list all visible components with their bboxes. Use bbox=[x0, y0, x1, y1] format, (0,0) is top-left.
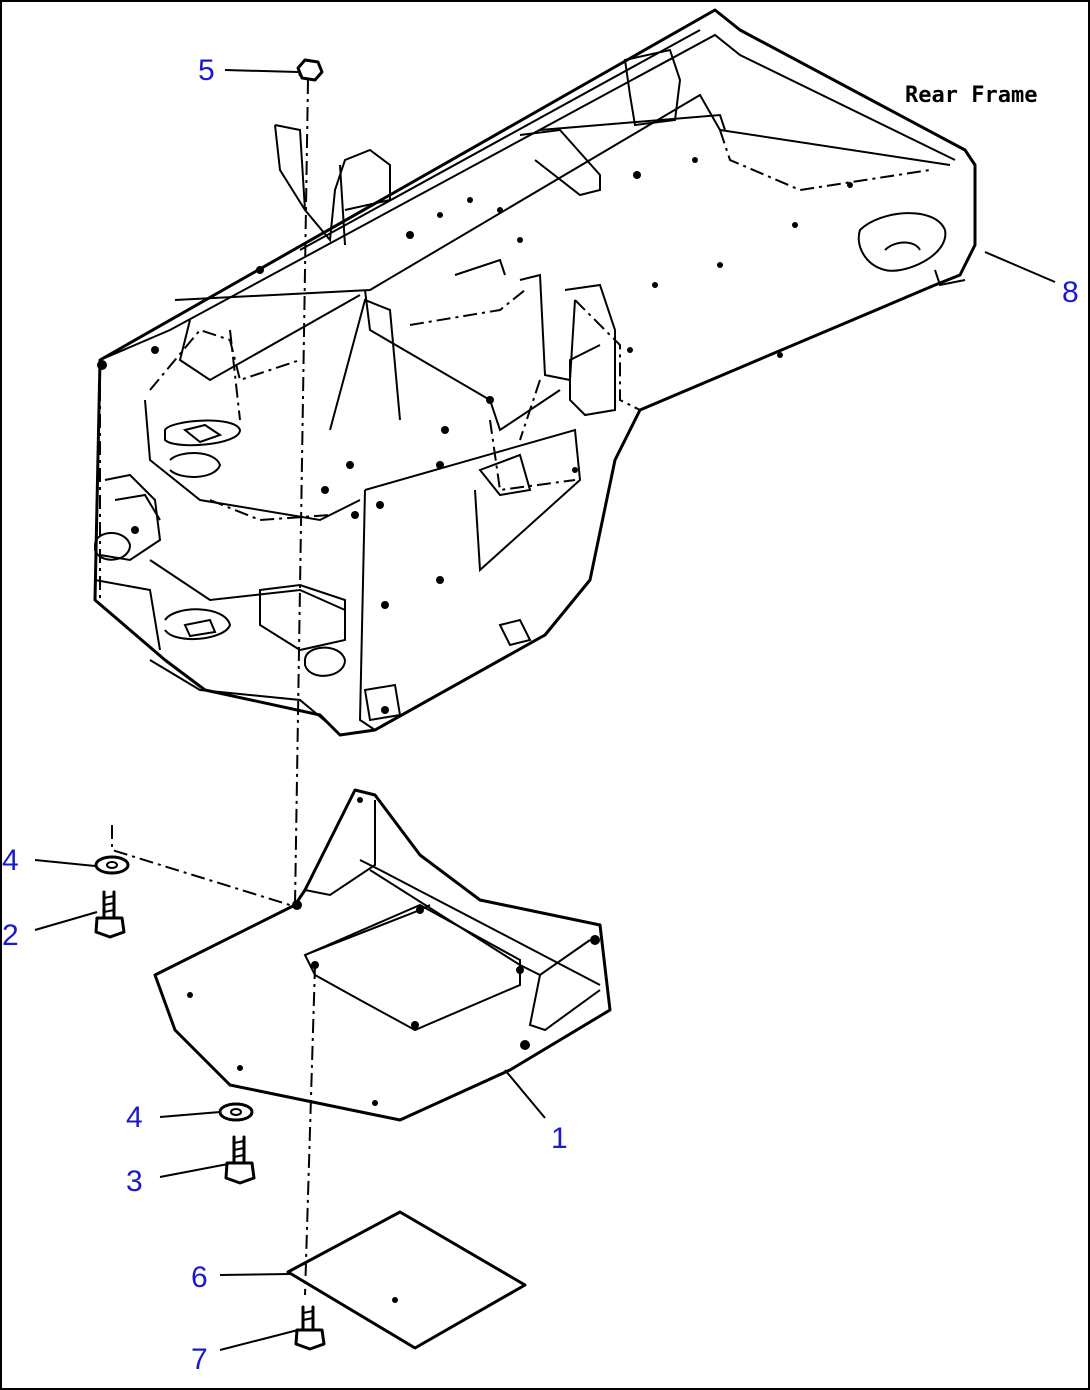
callout-1: 1 bbox=[551, 1122, 568, 1155]
center-lines bbox=[111, 79, 316, 1296]
callout-3: 3 bbox=[126, 1165, 143, 1198]
bolt-7 bbox=[294, 1305, 326, 1351]
callout-4-upper: 4 bbox=[2, 844, 19, 877]
callout-2: 2 bbox=[2, 919, 19, 952]
callout-7: 7 bbox=[191, 1343, 208, 1376]
rear-frame bbox=[93, 8, 977, 737]
rear-frame-label: Rear Frame bbox=[905, 83, 1037, 108]
guard-plate bbox=[153, 788, 612, 1122]
leader-lines bbox=[34, 69, 1056, 1351]
callout-6: 6 bbox=[191, 1261, 208, 1294]
bolt-3 bbox=[224, 1135, 256, 1185]
cover-plate bbox=[286, 1210, 527, 1350]
washer-4-lower bbox=[218, 1102, 254, 1122]
bolt-2 bbox=[94, 890, 126, 939]
callout-5: 5 bbox=[198, 54, 215, 87]
callout-4-lower: 4 bbox=[126, 1101, 143, 1134]
callout-8: 8 bbox=[1062, 276, 1079, 309]
washer-4-upper bbox=[94, 855, 130, 875]
bolt-5 bbox=[296, 58, 324, 82]
